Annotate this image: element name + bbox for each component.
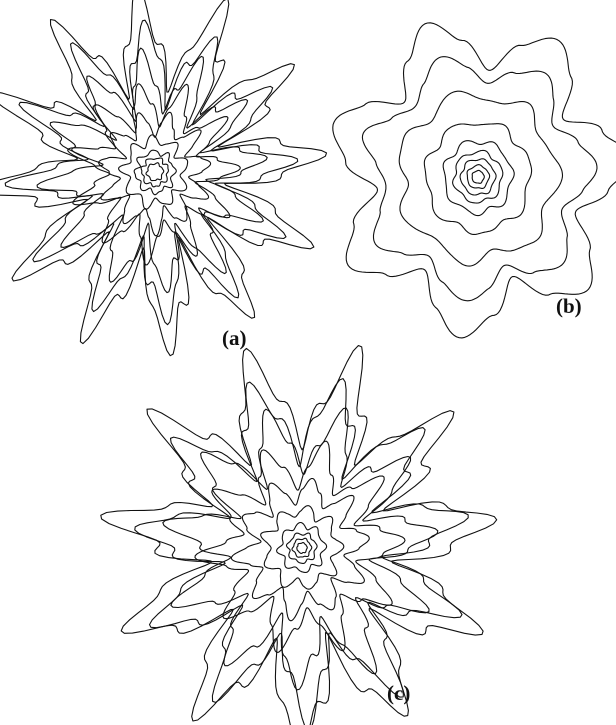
panel-c-contours xyxy=(101,346,497,725)
panel-b-contours xyxy=(333,23,616,338)
contour-a-3 xyxy=(134,150,176,195)
contour-c-1 xyxy=(297,543,308,554)
contour-c-2 xyxy=(292,538,312,557)
contour-a-5 xyxy=(99,112,211,236)
contour-b-7 xyxy=(399,91,562,266)
contour-b-6 xyxy=(424,124,531,235)
contour-c-10 xyxy=(101,346,497,725)
contour-b-2 xyxy=(467,165,490,189)
contour-a-1 xyxy=(146,163,164,181)
contour-a-9 xyxy=(0,0,327,356)
contour-a-2 xyxy=(141,158,168,187)
panel-a-label: (a) xyxy=(222,326,247,351)
panel-c-label: (c) xyxy=(387,681,410,706)
contour-c-4 xyxy=(277,523,327,573)
contour-b-9 xyxy=(333,23,616,338)
panel-b-label: (b) xyxy=(556,294,582,319)
contour-a-7 xyxy=(37,48,267,293)
contour-c-6 xyxy=(231,479,369,621)
panel-a-contours xyxy=(0,0,327,356)
contour-b-1 xyxy=(472,170,484,183)
contour-c-3 xyxy=(287,533,318,563)
contour-c-9 xyxy=(135,379,468,725)
contour-c-5 xyxy=(261,506,344,590)
contour-a-8 xyxy=(5,20,298,325)
